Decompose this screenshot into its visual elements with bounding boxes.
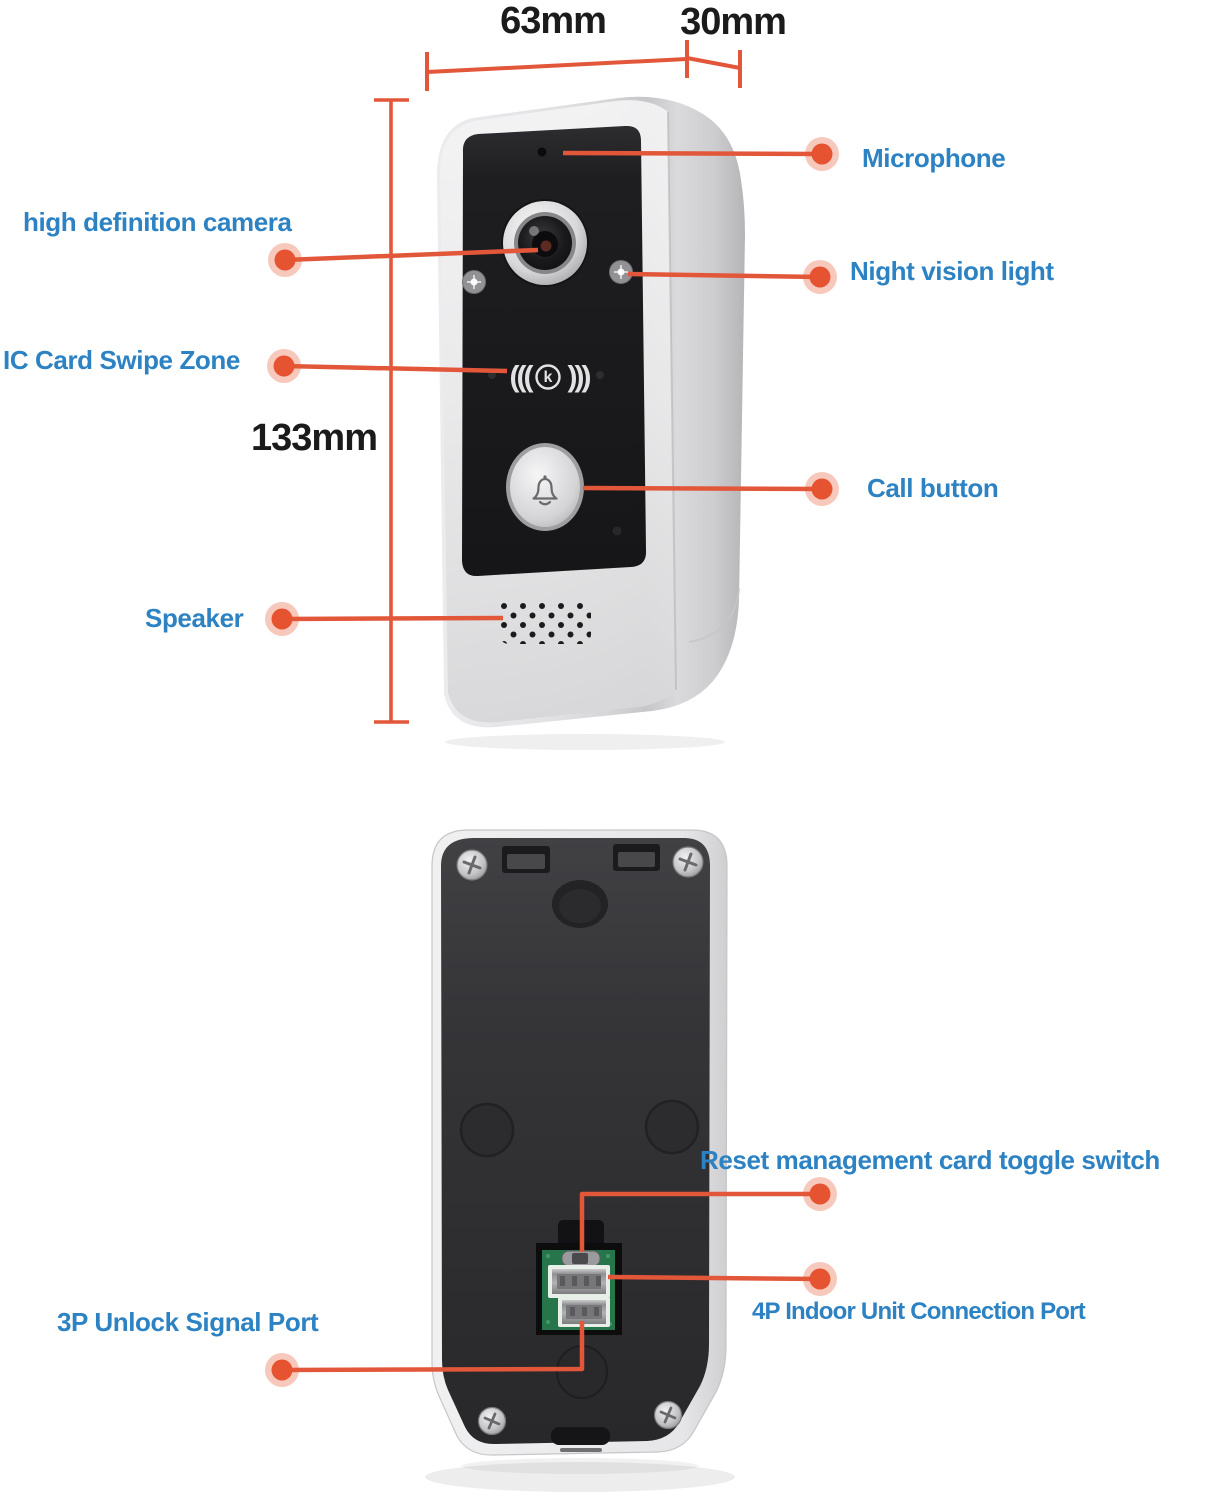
svg-text:k: k	[544, 369, 553, 386]
pcb-board	[536, 1243, 622, 1335]
bell-icon	[532, 475, 558, 506]
screw-top-right	[672, 846, 704, 878]
knockout-circle-right	[644, 1099, 700, 1155]
dim-line-30mm	[686, 56, 741, 70]
svg-text:))): )))	[568, 361, 591, 394]
label-ic-card-swipe-zone: IC Card Swipe Zone	[3, 345, 240, 375]
leader-dot-microphone	[805, 137, 839, 171]
panel-dot	[612, 526, 622, 536]
svg-text:(((: (((	[510, 361, 534, 394]
label-3p-unlock-port: 3P Unlock Signal Port	[57, 1307, 319, 1337]
night-vision-led-left	[462, 270, 486, 294]
dimension-lines	[374, 40, 742, 724]
knockout-circle-left	[459, 1102, 515, 1158]
back-reflection	[425, 1462, 735, 1492]
speaker-grille	[499, 601, 591, 644]
dimension-side-depth: 30mm	[680, 1, 787, 43]
bracket-chamfer-line	[688, 587, 740, 643]
bottom-slot	[551, 1427, 610, 1445]
label-night-vision-light: Night vision light	[850, 256, 1054, 286]
annotation-dots	[265, 137, 839, 1387]
reset-toggle-switch	[561, 1250, 601, 1267]
leader-line-call-button	[582, 485, 823, 492]
connector-4p	[548, 1265, 610, 1298]
leader-dot-night-vision	[803, 260, 837, 294]
leader-dot-4p-port	[803, 1262, 837, 1296]
microphone-hole	[537, 147, 547, 157]
label-microphone: Microphone	[862, 143, 1006, 173]
screw-bottom-right	[653, 1400, 683, 1430]
back-panel	[441, 838, 710, 1445]
screw-top-left	[456, 849, 488, 881]
body-edge-line	[667, 111, 677, 691]
doorbell-back-view	[425, 829, 735, 1492]
leader-dot-3p-port	[265, 1353, 299, 1387]
connector-3p	[558, 1297, 610, 1327]
leader-line-reset-switch	[579, 1191, 820, 1252]
label-4p-indoor-port: 4P Indoor Unit Connection Port	[752, 1298, 1086, 1325]
leader-line-speaker	[281, 615, 504, 622]
screw-bottom-left	[477, 1406, 507, 1436]
leader-line-ic-card	[283, 363, 508, 374]
mounting-slot-left	[502, 846, 550, 873]
back-reflection-inner	[462, 1458, 698, 1474]
doorbell-front-view: ((( ))) k	[436, 96, 745, 750]
front-shadow	[445, 734, 725, 750]
dim-line-63mm	[426, 57, 688, 74]
mounting-slot-right	[613, 844, 660, 871]
knockout-top-oval	[552, 880, 608, 928]
label-reset-toggle-switch: Reset management card toggle switch	[700, 1145, 1160, 1175]
label-call-button: Call button	[867, 473, 999, 503]
dimension-front-width: 63mm	[500, 0, 607, 42]
night-vision-led-right	[609, 260, 633, 284]
leader-dot-speaker	[265, 602, 299, 636]
leader-line-camera	[284, 247, 539, 263]
leader-line-microphone	[562, 150, 823, 157]
camera-lens	[501, 199, 589, 287]
bottom-slot-lip	[560, 1448, 602, 1452]
leader-line-4p-port	[607, 1274, 821, 1282]
leader-line-night-vision	[627, 271, 821, 280]
label-high-definition-camera: high definition camera	[23, 207, 292, 237]
dimension-height: 133mm	[251, 417, 378, 459]
leader-dot-reset-switch	[803, 1177, 837, 1211]
leader-dot-ic-card	[267, 349, 301, 383]
annotation-leaders	[281, 150, 823, 1373]
label-speaker: Speaker	[145, 603, 244, 633]
call-button	[506, 443, 584, 531]
leader-dot-camera	[268, 243, 302, 277]
leader-dot-call-button	[805, 472, 839, 506]
leader-line-3p-port	[281, 1321, 585, 1373]
